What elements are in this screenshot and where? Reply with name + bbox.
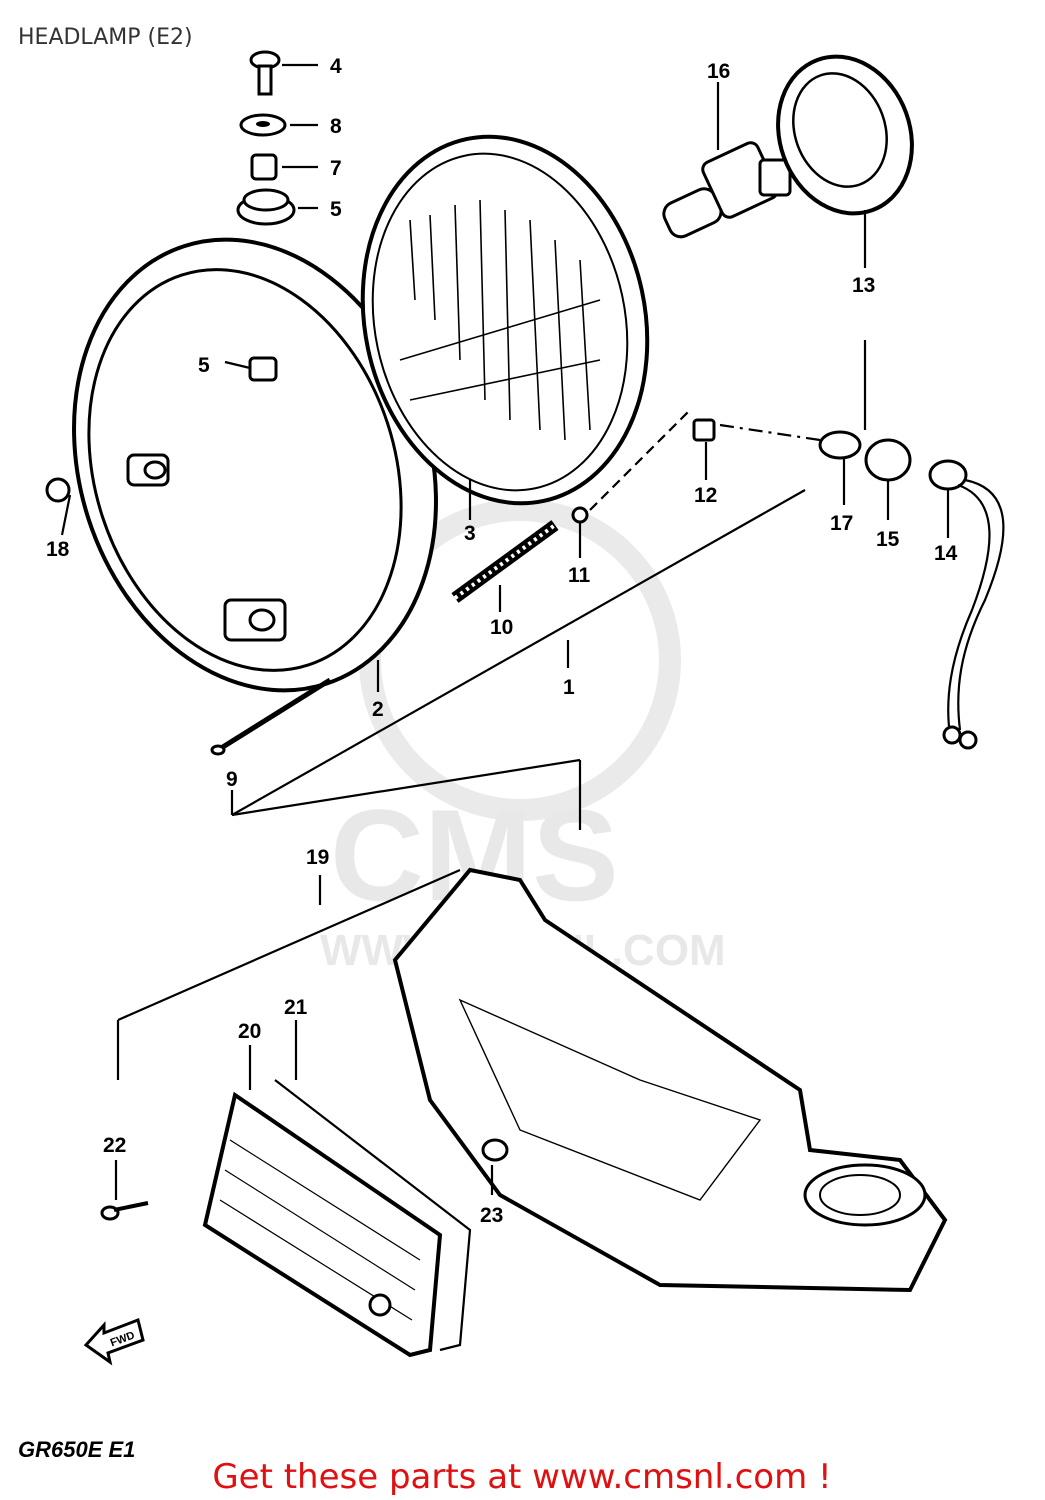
washer-8 [239,113,287,137]
callout-19: 19 [306,846,329,869]
callout-23: 23 [480,1204,503,1227]
callout-11: 11 [568,564,591,587]
callout-8: 8 [330,115,342,138]
screw-9 [210,677,332,756]
callout-1: 1 [563,676,575,699]
nut-11 [571,506,589,524]
bushing-7 [250,153,278,181]
screw-18 [45,477,71,503]
callout-15: 15 [876,528,900,551]
callout-10: 10 [490,616,513,639]
bulb-16 [662,141,792,239]
callout-2: 2 [372,698,384,721]
nut-12 [692,418,716,442]
callout-7: 7 [330,157,342,180]
callout-9: 9 [226,768,238,791]
footer-link[interactable]: Get these parts at www.cmsnl.com ! [212,1457,831,1497]
callout-18: 18 [46,538,70,561]
gasket-21 [274,1079,472,1352]
sealed-beam-3 [360,134,650,506]
lens-20 [202,1091,443,1358]
socket-housing-13 [776,54,914,216]
callout-5-rim: 5 [198,354,210,377]
callout-16: 16 [707,60,730,83]
grommet-5 [236,188,296,226]
callout-4: 4 [330,55,342,78]
callout-12: 12 [694,484,717,507]
leader-lines [60,63,950,1200]
model-code: GR650E E1 [18,1437,135,1462]
screw-4 [249,50,281,96]
diagram-title: HEADLAMP (E2) [18,25,193,50]
callout-20: 20 [238,1020,261,1043]
headlamp-rim-2 [72,237,438,693]
callout-17: 17 [830,512,853,535]
callout-14: 14 [934,542,958,565]
headlamp-housing-19 [392,867,948,1293]
screw-22 [100,1201,149,1221]
callout-21: 21 [284,996,308,1019]
callout-3: 3 [464,522,476,545]
callout-5: 5 [330,198,342,221]
socket-14 [928,459,1005,750]
spring-10 [451,520,559,603]
grommet-15 [864,438,912,482]
callout-13: 13 [852,274,875,297]
bulb-17 [818,430,862,460]
callouts: 4 8 7 5 16 13 5 18 3 12 17 15 14 11 10 2… [46,55,958,1227]
callout-22: 22 [103,1134,126,1157]
bulb-23 [481,1138,509,1162]
fwd-arrow-icon: FWD [83,1317,145,1366]
